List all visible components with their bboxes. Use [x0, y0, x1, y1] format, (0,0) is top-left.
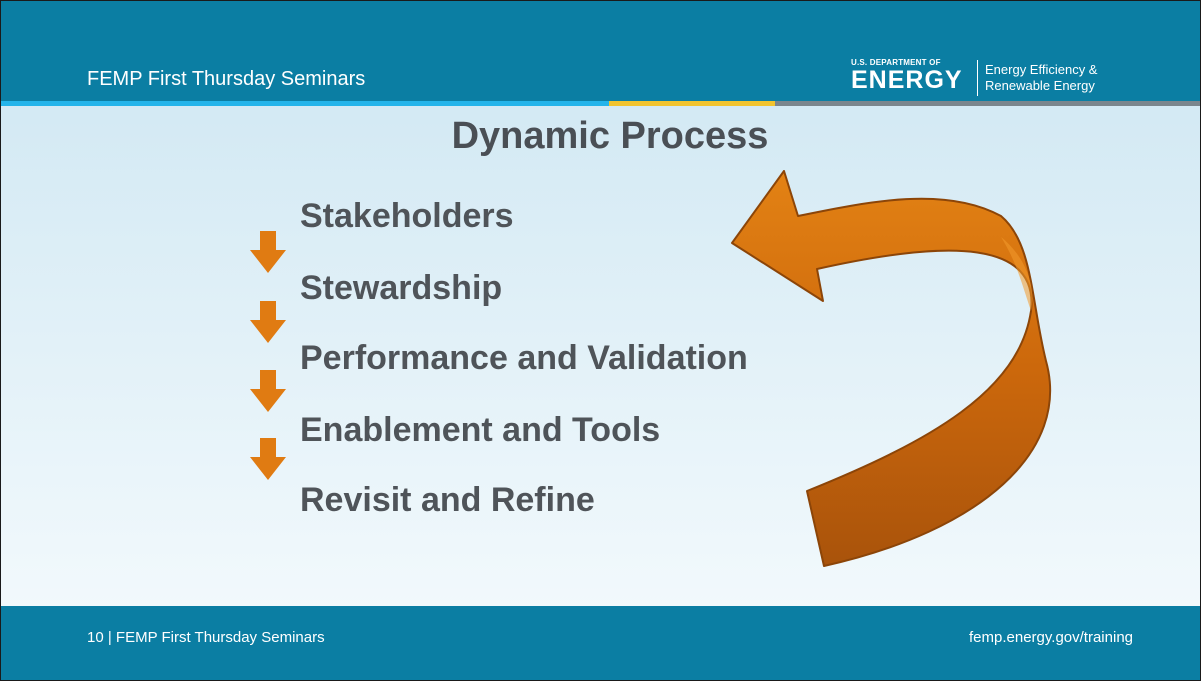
- step-revisit-refine: Revisit and Refine: [300, 481, 595, 519]
- down-arrow-icon: [250, 231, 286, 273]
- doe-logo: U.S. DEPARTMENT OF ENERGY Energy Efficie…: [851, 57, 1141, 103]
- step-enablement-tools: Enablement and Tools: [300, 411, 661, 449]
- logo-eere-line2: Renewable Energy: [985, 78, 1095, 93]
- logo-dept-text: U.S. DEPARTMENT OF: [851, 58, 941, 67]
- down-arrow-icon: [250, 301, 286, 343]
- header-title: FEMP First Thursday Seminars: [87, 68, 366, 90]
- header-stripe-gray: [775, 101, 1200, 106]
- header-stripe-blue: [1, 101, 609, 106]
- down-arrow-icon: [250, 370, 286, 412]
- logo-eere-line1: Energy Efficiency &: [985, 62, 1098, 77]
- logo-energy-text: ENERGY: [851, 66, 963, 94]
- footer-url[interactable]: femp.energy.gov/training: [969, 629, 1133, 646]
- logo-eere-text: Energy Efficiency & Renewable Energy: [985, 62, 1097, 94]
- header-stripe-yellow: [609, 101, 775, 106]
- step-stewardship: Stewardship: [300, 269, 503, 307]
- header-bar: FEMP First Thursday Seminars U.S. DEPART…: [1, 1, 1200, 101]
- footer-page-label: 10 | FEMP First Thursday Seminars: [87, 629, 325, 646]
- footer-bar: 10 | FEMP First Thursday Seminars femp.e…: [1, 606, 1200, 680]
- slide-title: Dynamic Process: [451, 115, 769, 157]
- logo-divider: [977, 60, 978, 96]
- step-stakeholders: Stakeholders: [300, 197, 514, 235]
- step-performance-validation: Performance and Validation: [300, 339, 748, 377]
- down-arrow-icon: [250, 438, 286, 480]
